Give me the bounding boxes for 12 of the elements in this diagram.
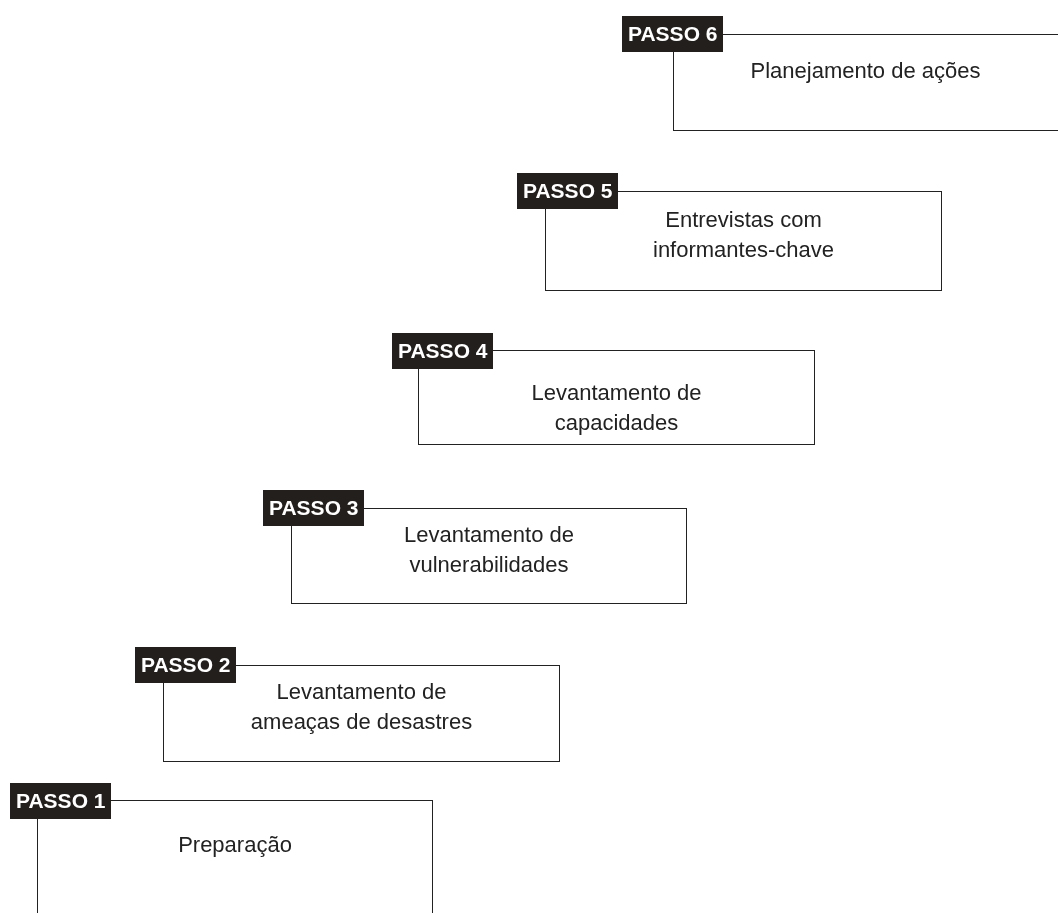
step-description: Levantamento de vulnerabilidades (403, 521, 575, 579)
step-heading: PASSO 2 (135, 647, 237, 683)
step-heading: PASSO 4 (392, 333, 494, 369)
step-description: Levantamento de ameaças de desastres (249, 678, 474, 736)
step-heading: PASSO 3 (263, 490, 365, 526)
step-description: Levantamento de capacidades (530, 379, 703, 437)
step-description: Entrevistas com informantes-chave (652, 206, 835, 264)
step-heading: PASSO 1 (10, 783, 112, 819)
step-heading: PASSO 5 (517, 173, 619, 209)
step-description: Preparação (177, 831, 293, 859)
step-heading: PASSO 6 (622, 16, 724, 52)
step-description: Planejamento de ações (749, 57, 982, 85)
